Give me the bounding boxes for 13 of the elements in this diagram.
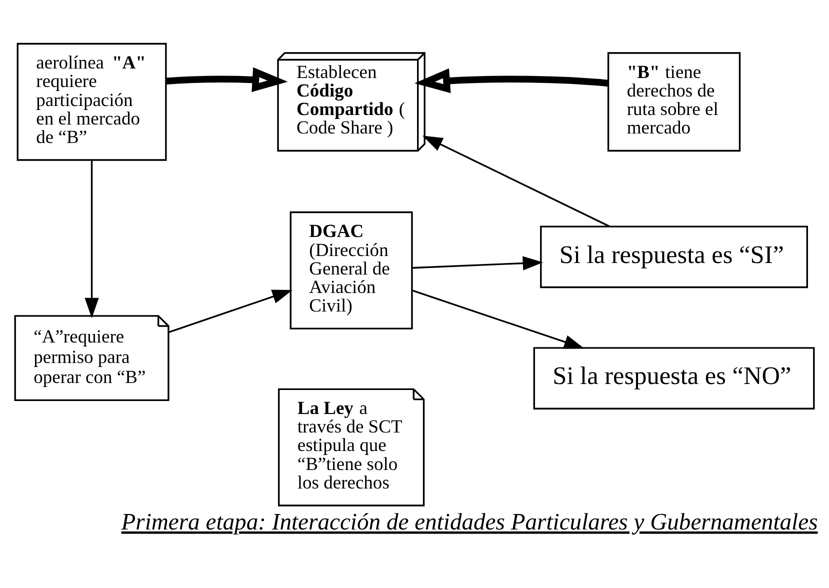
arrow: [412, 256, 544, 270]
caption: Primera etapa: Interacción de entidades Particulares y Gubernamentales: [121, 509, 818, 536]
arrow: [422, 136, 610, 228]
node-box: aerolínea "A" requiere participación en el mercado de “B”: [16, 42, 167, 161]
node-box: Si la respuesta es “SI”: [540, 226, 808, 288]
arrow: [168, 290, 293, 334]
node-box: "B" tiene derechos de ruta sobre el mercado: [607, 52, 741, 152]
arrow: [166, 67, 288, 92]
arrow: [414, 68, 608, 94]
node-box: DGAC (Dirección General de Aviación Civil): [290, 211, 413, 330]
arrow: [412, 290, 584, 349]
arrow: [84, 160, 99, 318]
node-box: Si la respuesta es “NO”: [533, 347, 815, 410]
